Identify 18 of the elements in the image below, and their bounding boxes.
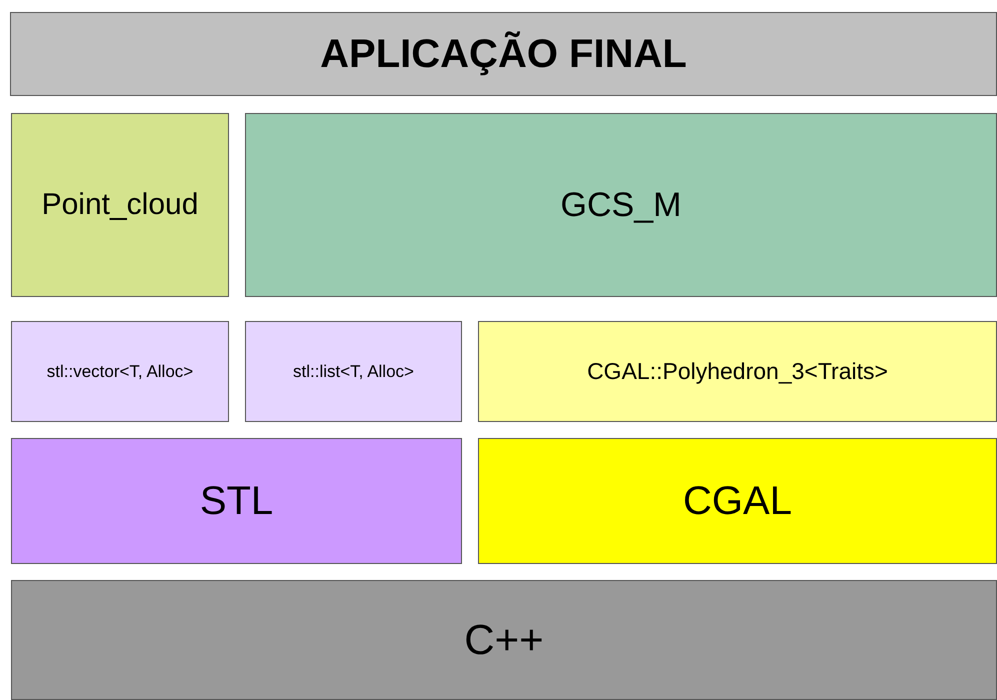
layer-box [245, 113, 997, 297]
layer-label: stl::list<T, Alloc> [293, 362, 414, 382]
layer-label: STL [200, 478, 274, 524]
layer-label: CGAL [683, 478, 792, 524]
layer-box [478, 321, 997, 422]
layer-label: C++ [464, 616, 544, 664]
layer-box [11, 438, 462, 564]
layer-box [11, 113, 229, 297]
layer-box [11, 321, 229, 422]
layer-label: stl::vector<T, Alloc> [46, 362, 194, 382]
layer-label: CGAL::Polyhedron_3<Traits> [587, 358, 888, 385]
layer-box [245, 321, 462, 422]
layer-label: Point_cloud [42, 188, 198, 222]
layer-box [11, 580, 997, 700]
layer-box [10, 12, 997, 96]
layer-label: GCS_M [560, 186, 682, 224]
layer-label: APLICAÇÃO FINAL [320, 32, 687, 76]
layer-box [478, 438, 997, 564]
